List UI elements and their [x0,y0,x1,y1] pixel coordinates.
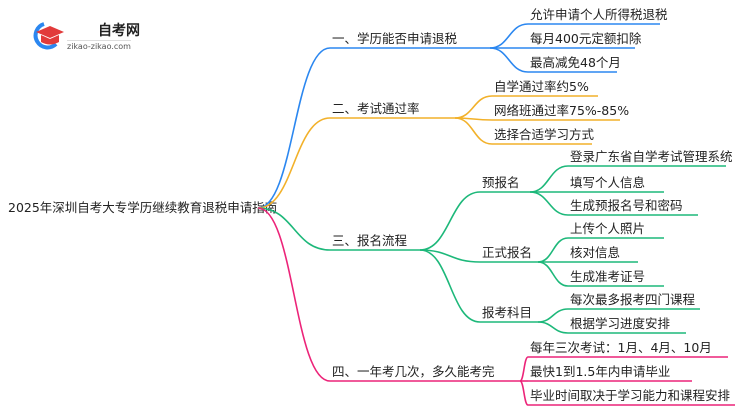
leaf-connector [489,23,529,49]
leaf-connector [529,191,569,216]
branch-1: 一、学历能否申请退税 [332,31,458,46]
leaf-node: 毕业时间取决于学习能力和课程安排 [530,388,731,403]
sub-connector [419,249,481,263]
branch-connector [257,207,331,382]
leaf-node: 核对信息 [570,245,620,260]
logo: 自考网 zikao-zikao.com [30,20,140,51]
leaf-node: 允许申请个人所得税退税 [530,7,668,22]
leaf-connector [519,380,529,406]
leaf-connector [537,308,569,323]
leaf-node: 上传个人照片 [570,221,645,236]
leaf-connector [454,117,493,145]
branch-3: 三、报名流程 [332,233,408,248]
leaf-connector [529,165,569,193]
leaf-connector [489,47,529,73]
sub-branch: 预报名 [482,175,520,190]
leaf-connector [537,261,569,287]
leaf-node: 网络班通过率75%-85% [494,103,629,118]
branch-connector [257,207,331,251]
leaf-connector [454,95,493,119]
leaf-connector [537,321,569,334]
branch-connector [257,117,331,209]
leaf-node: 生成预报名号和密码 [570,198,683,213]
sub-connector [419,191,481,251]
leaf-node: 每年三次考试：1月、4月、10月 [530,340,712,355]
logo-url: zikao-zikao.com [67,40,131,51]
sub-branch: 正式报名 [482,245,532,260]
leaf-node: 填写个人信息 [570,175,645,190]
branch-2: 二、考试通过率 [332,101,420,116]
branch-4: 四、一年考几次，多久能考完 [332,364,495,379]
graduation-cap-icon [33,22,64,50]
branch-connector [257,47,331,209]
leaf-node: 每次最多报考四门课程 [570,292,696,307]
leaf-connector [519,356,529,382]
leaf-node: 自学通过率约5% [494,79,589,94]
leaf-node: 最高减免48个月 [530,55,621,70]
logo-title: 自考网 [98,23,140,39]
leaf-connector [537,237,569,263]
leaf-node: 根据学习进度安排 [570,316,671,331]
leaf-node: 最快1到1.5年内申请毕业 [530,364,670,379]
leaf-node: 登录广东省自学考试管理系统 [570,149,733,164]
root-topic: 2025年深圳自考大专学历继续教育退税申请指南 [8,200,277,215]
leaf-node: 每月400元定额扣除 [530,31,642,46]
leaf-node: 选择合适学习方式 [494,127,595,142]
leaf-node: 生成准考证号 [570,269,645,284]
sub-branch: 报考科目 [482,305,532,320]
sub-connector [419,249,481,323]
